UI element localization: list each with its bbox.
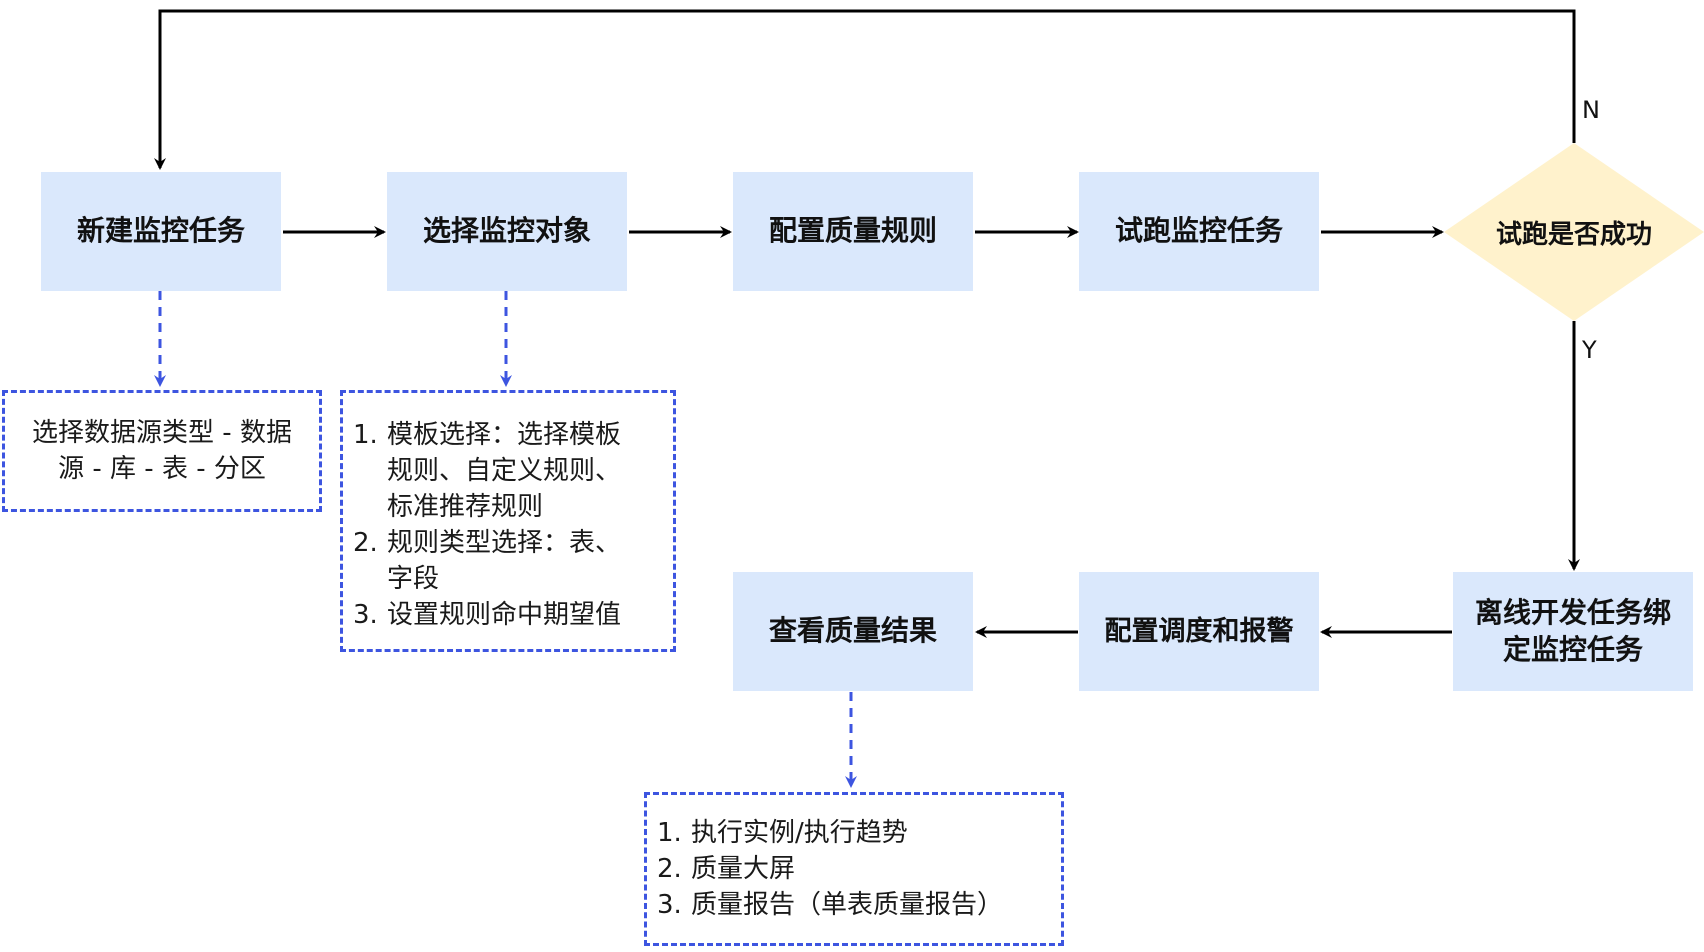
node-select-monitor-object-label: 选择监控对象: [422, 214, 591, 248]
list-item-number: 3.: [657, 890, 682, 920]
node-view-quality-results: 查看质量结果: [733, 572, 973, 691]
edge-label-yes: Y: [1582, 336, 1597, 364]
node-select-monitor-object: 选择监控对象: [387, 172, 627, 291]
node-trial-decision-label: 试跑是否成功: [1495, 219, 1652, 250]
list-item-text: 设置规则命中期望值: [387, 600, 622, 630]
edge-decision-no-loop: [154, 9, 1576, 170]
node-config-schedule-alarm: 配置调度和报警: [1079, 572, 1319, 691]
node-new-monitor-task: 新建监控任务: [41, 172, 281, 291]
node-trial-decision: 试跑是否成功: [1444, 143, 1704, 321]
list-item-number: 2.: [657, 854, 682, 884]
note-object-options: 1. 模板选择：选择模板 规则、自定义规则、 标准推荐规则 2. 规则类型选择：…: [340, 390, 676, 652]
list-item-text: 规则类型选择：表、 字段: [387, 528, 622, 594]
note-datasource-line-1: 选择数据源类型 - 数据: [32, 418, 292, 448]
node-bind-offline-task: 离线开发任务绑 定监控任务: [1453, 572, 1693, 691]
note-datasource-line-2: 源 - 库 - 表 - 分区: [58, 454, 266, 484]
list-item-text: 执行实例/执行趋势: [691, 818, 908, 848]
list-item-text: 质量大屏: [691, 854, 796, 884]
list-item: 2. 质量大屏: [657, 851, 1053, 887]
list-item-number: 1.: [353, 420, 378, 450]
note-result-options: 1. 执行实例/执行趋势 2. 质量大屏 3. 质量报告（单表质量报告）: [644, 792, 1064, 946]
list-item-number: 1.: [657, 818, 682, 848]
node-config-quality-rules-label: 配置质量规则: [768, 214, 937, 248]
list-item: 3. 质量报告（单表质量报告）: [657, 887, 1053, 923]
list-item-number: 2.: [353, 528, 378, 558]
list-item: 3. 设置规则命中期望值: [353, 597, 665, 633]
node-view-quality-results-label: 查看质量结果: [768, 614, 937, 648]
node-new-monitor-task-label: 新建监控任务: [76, 214, 245, 248]
list-item: 1. 模板选择：选择模板 规则、自定义规则、 标准推荐规则: [353, 417, 665, 525]
list-item-number: 3.: [353, 600, 378, 630]
node-trial-run-task-label: 试跑监控任务: [1114, 214, 1283, 248]
note-datasource: 选择数据源类型 - 数据 源 - 库 - 表 - 分区: [2, 390, 322, 512]
node-trial-run-task: 试跑监控任务: [1079, 172, 1319, 291]
node-bind-offline-task-label: 离线开发任务绑 定监控任务: [1474, 596, 1671, 666]
decision-diamond-shape: [1444, 143, 1704, 321]
edge-label-no: N: [1582, 96, 1600, 124]
list-item: 1. 执行实例/执行趋势: [657, 815, 1053, 851]
node-config-schedule-alarm-label: 配置调度和报警: [1104, 615, 1294, 647]
node-config-quality-rules: 配置质量规则: [733, 172, 973, 291]
list-item: 2. 规则类型选择：表、 字段: [353, 525, 665, 597]
list-item-text: 质量报告（单表质量报告）: [691, 890, 1004, 920]
list-item-text: 模板选择：选择模板 规则、自定义规则、 标准推荐规则: [387, 420, 622, 522]
